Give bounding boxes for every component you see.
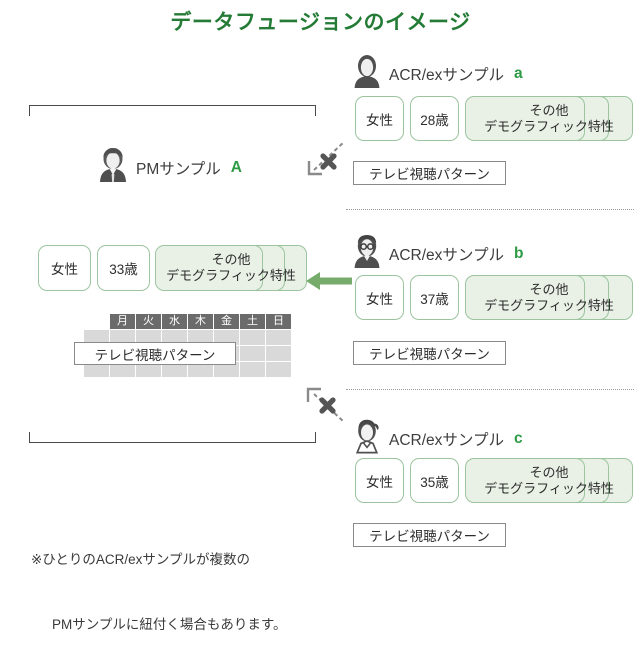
grid-cell [187,361,214,378]
ponytail-person-avatar-icon [352,418,382,459]
week-grid-header-wed: 水 [161,313,188,330]
acr-b-chip-gender[interactable]: 女性 [355,275,404,320]
week-grid-header-tue: 火 [135,313,162,330]
pm-group-bracket-bottom [29,432,316,443]
pm-sample-code: A [230,158,242,176]
acr-c-chip-age[interactable]: 35歳 [410,458,459,503]
glasses-person-avatar-icon [352,234,382,273]
grid-cell [265,329,292,346]
grid-cell [213,329,240,346]
grid-cell [135,361,162,378]
grid-cell [239,329,266,346]
footnote-line-2: PMサンプルに紐付く場合もあります。 [31,617,287,633]
acr-b-tv-viewing-pattern[interactable]: テレビ視聴パターン [353,341,506,365]
acr-sample-c-name: ACR/exサンプル [389,431,504,449]
week-grid-header-fri: 金 [213,313,240,330]
week-grid-header-row: 月 火 水 木 金 土 日 [83,313,292,330]
grid-cell [265,361,292,378]
acr-b-chip-age[interactable]: 37歳 [410,275,459,320]
grid-cell [265,345,292,362]
pm-chip-age[interactable]: 33歳 [97,245,150,291]
acr-sample-c-header: ACR/exサンプル c [352,418,523,459]
stack-card-front [465,458,585,503]
acr-a-chip-age[interactable]: 28歳 [410,96,459,141]
grid-cell [239,361,266,378]
acr-sample-c-code: c [513,429,523,447]
grid-cell [135,329,162,346]
pm-tv-viewing-pattern-label: テレビ視聴パターン [74,342,236,365]
grid-cell [161,329,188,346]
acr-a-chip-gender[interactable]: 女性 [355,96,404,141]
acr-sample-b-name: ACR/exサンプル [389,246,504,264]
crossed-link-arrow-a-icon [307,141,345,176]
grid-cell [83,329,110,346]
pm-sample-header: PMサンプル A [97,147,242,187]
footnote-line-1: ※ひとりのACR/exサンプルが複数の [31,551,251,567]
stack-card-front [465,96,585,141]
acr-a-tv-viewing-pattern[interactable]: テレビ視聴パターン [353,161,506,185]
grid-cell [213,361,240,378]
pm-sample-name: PMサンプル [136,160,221,178]
business-person-avatar-icon [97,147,129,187]
crossed-link-arrow-c-icon [306,387,345,423]
acr-c-other-demographics-stack[interactable]: その他 デモグラフィック特性 [465,458,633,503]
week-grid-header-mon: 月 [109,313,136,330]
link-arrow-b-icon [306,272,352,290]
stack-card-front [465,275,585,320]
acr-b-other-demographics-stack[interactable]: その他 デモグラフィック特性 [465,275,633,320]
acr-sample-a-name: ACR/exサンプル [389,66,504,84]
week-grid-header-sun: 日 [265,313,292,330]
acr-a-other-demographics-stack[interactable]: その他 デモグラフィック特性 [465,96,633,141]
pm-other-demographics-stack[interactable]: その他 デモグラフィック特性 [155,245,307,291]
week-grid-corner [83,313,110,330]
week-grid-header-sat: 土 [239,313,266,330]
acr-sample-a-code: a [513,64,523,82]
sample-separator-2 [346,389,634,390]
footnote: ※ひとりのACR/exサンプルが複数の PMサンプルに紐付く場合もあります。 [31,505,287,658]
acr-c-chip-gender[interactable]: 女性 [355,458,404,503]
grid-cell [239,345,266,362]
table-row [83,329,292,346]
acr-sample-b-header: ACR/exサンプル b [352,234,523,273]
pm-group-bracket-top [29,105,316,116]
acr-sample-b-code: b [513,244,524,262]
pm-chip-gender[interactable]: 女性 [38,245,91,291]
acr-sample-a-header: ACR/exサンプル a [352,54,523,93]
stack-card-front [155,245,263,291]
acr-c-tv-viewing-pattern[interactable]: テレビ視聴パターン [353,523,506,547]
page-title: データフュージョンのイメージ [170,11,471,34]
week-grid-header-thu: 木 [187,313,214,330]
female-avatar-icon [352,54,382,93]
sample-separator-1 [346,209,634,210]
